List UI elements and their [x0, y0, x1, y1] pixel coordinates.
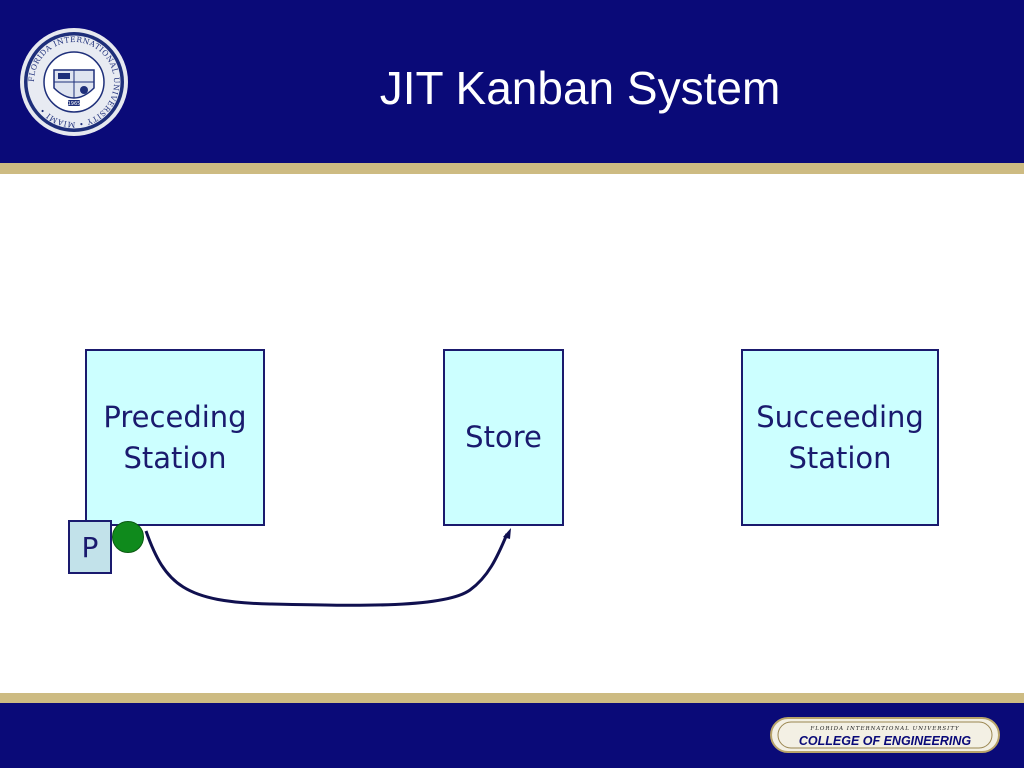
succeeding-station-box: Succeeding Station [741, 349, 939, 526]
store-label: Store [465, 420, 542, 454]
slide-header [0, 0, 1024, 163]
badge-university-text: FLORIDA INTERNATIONAL UNIVERSITY [809, 726, 960, 732]
kanban-token-icon [112, 521, 144, 553]
preceding-station-label-line2: Station [123, 440, 227, 475]
page-title: JIT Kanban System [379, 62, 781, 114]
fiu-seal-logo: FLORIDA INTERNATIONAL UNIVERSITY • MIAMI… [20, 28, 128, 136]
succeeding-station-label-line2: Station [788, 440, 892, 475]
badge-college-text: COLLEGE OF ENGINEERING [799, 734, 972, 748]
arrow-head-icon [503, 528, 511, 539]
footer-stripe [0, 693, 1024, 703]
header-stripe [0, 163, 1024, 174]
succeeding-station-label-line1: Succeeding [756, 399, 924, 434]
seal-year: 1965 [68, 101, 81, 107]
store-box: Store [443, 349, 564, 526]
preceding-station-label-line1: Preceding [103, 399, 247, 434]
preceding-station-box: Preceding Station [85, 349, 265, 526]
flow-curve [144, 530, 509, 607]
college-of-engineering-badge: FLORIDA INTERNATIONAL UNIVERSITY COLLEGE… [770, 717, 1000, 753]
production-kanban-card: P [68, 520, 112, 574]
